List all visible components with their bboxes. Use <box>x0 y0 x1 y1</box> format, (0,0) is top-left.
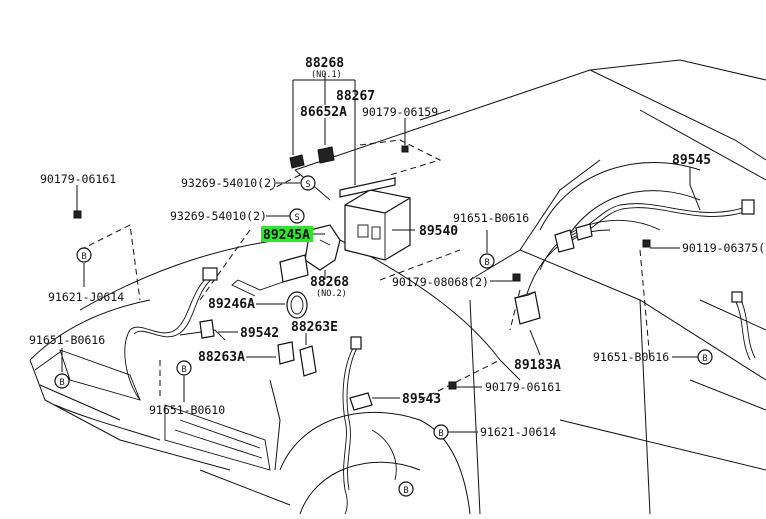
label-90179-06161-left: 90179-06161 <box>40 172 116 186</box>
relay-89183a <box>514 291 541 325</box>
label-86652a: 86652A <box>300 105 347 120</box>
label-91651-b0616-mid: 91651-B0616 <box>453 211 529 225</box>
label-89542: 89542 <box>240 326 279 341</box>
svg-text:B: B <box>438 429 443 439</box>
bolt-symbol-right: B <box>697 349 713 365</box>
clips-88263 <box>277 341 317 377</box>
label-89540: 89540 <box>419 224 458 239</box>
label-90179-06161-right: 90179-06161 <box>485 380 561 394</box>
bolt-symbol-left-lower: B <box>54 373 70 389</box>
ecu-89540 <box>339 177 411 261</box>
label-89543: 89543 <box>402 392 441 407</box>
bolt-symbol-center: B <box>479 253 495 269</box>
svg-text:S: S <box>305 180 310 190</box>
svg-text:B: B <box>81 252 86 262</box>
svg-text:B: B <box>702 354 707 364</box>
label-91651-b0616-right: 91651-B0616 <box>593 350 669 364</box>
label-89245a: 89245A <box>263 228 310 243</box>
label-93269-54010-b: 93269-54010(2) <box>170 209 267 223</box>
screw-symbol-lower: S <box>289 208 305 224</box>
label-88263a: 88263A <box>198 350 245 365</box>
label-88267: 88267 <box>336 89 375 104</box>
svg-text:S: S <box>294 213 299 223</box>
label-88268-no2: 88268 <box>310 275 349 290</box>
label-89246a: 89246A <box>208 297 255 312</box>
label-93269-54010-a: 93269-54010(2) <box>181 176 278 190</box>
harness-89545 <box>554 199 755 253</box>
callout-labels: 88268 (NO.1) 88267 86652A 90179-06159 90… <box>29 56 766 439</box>
leader-lines <box>61 73 701 433</box>
label-88268-no1-sub: (NO.1) <box>311 70 342 80</box>
harness-right <box>731 291 756 361</box>
label-89545: 89545 <box>672 153 711 168</box>
small-fasteners <box>73 145 651 390</box>
label-91621-j0614-left: 91621-J0614 <box>48 290 124 304</box>
svg-text:B: B <box>181 365 186 375</box>
clip-86652a <box>289 146 335 169</box>
fastener-symbols: B B B B B B B S <box>54 175 713 497</box>
bolt-symbol-left-upper: B <box>76 247 92 263</box>
label-90179-06159: 90179-06159 <box>362 105 438 119</box>
label-88268-no1: 88268 <box>305 56 344 71</box>
label-91651-b0610: 91651-B0610 <box>149 403 225 417</box>
harness-89543 <box>342 336 397 515</box>
label-91621-j0614-right: 91621-J0614 <box>480 425 556 439</box>
reference-dashed-lines <box>79 139 651 401</box>
svg-text:B: B <box>403 486 408 496</box>
sensor-89245a <box>231 254 309 297</box>
bolt-symbol-bottom: B <box>398 481 414 497</box>
highlight-89245a <box>261 226 313 242</box>
bolt-symbol-front: B <box>176 360 192 376</box>
label-90179-08068: 90179-08068(2) <box>392 275 489 289</box>
ring-89246a <box>286 291 308 319</box>
label-88268-no2-sub: (NO.2) <box>316 289 347 299</box>
label-90119-06375: 90119-06375(2) <box>682 241 766 255</box>
harness-89542 <box>124 267 226 401</box>
label-88263e: 88263E <box>291 320 338 335</box>
label-89183a: 89183A <box>514 358 561 373</box>
label-91651-b0616-left: 91651-B0616 <box>29 333 105 347</box>
bolt-symbol-lower-mid: B <box>433 424 449 440</box>
svg-text:B: B <box>484 258 489 268</box>
svg-text:B: B <box>59 378 64 388</box>
screw-symbol-upper: S <box>300 175 316 191</box>
